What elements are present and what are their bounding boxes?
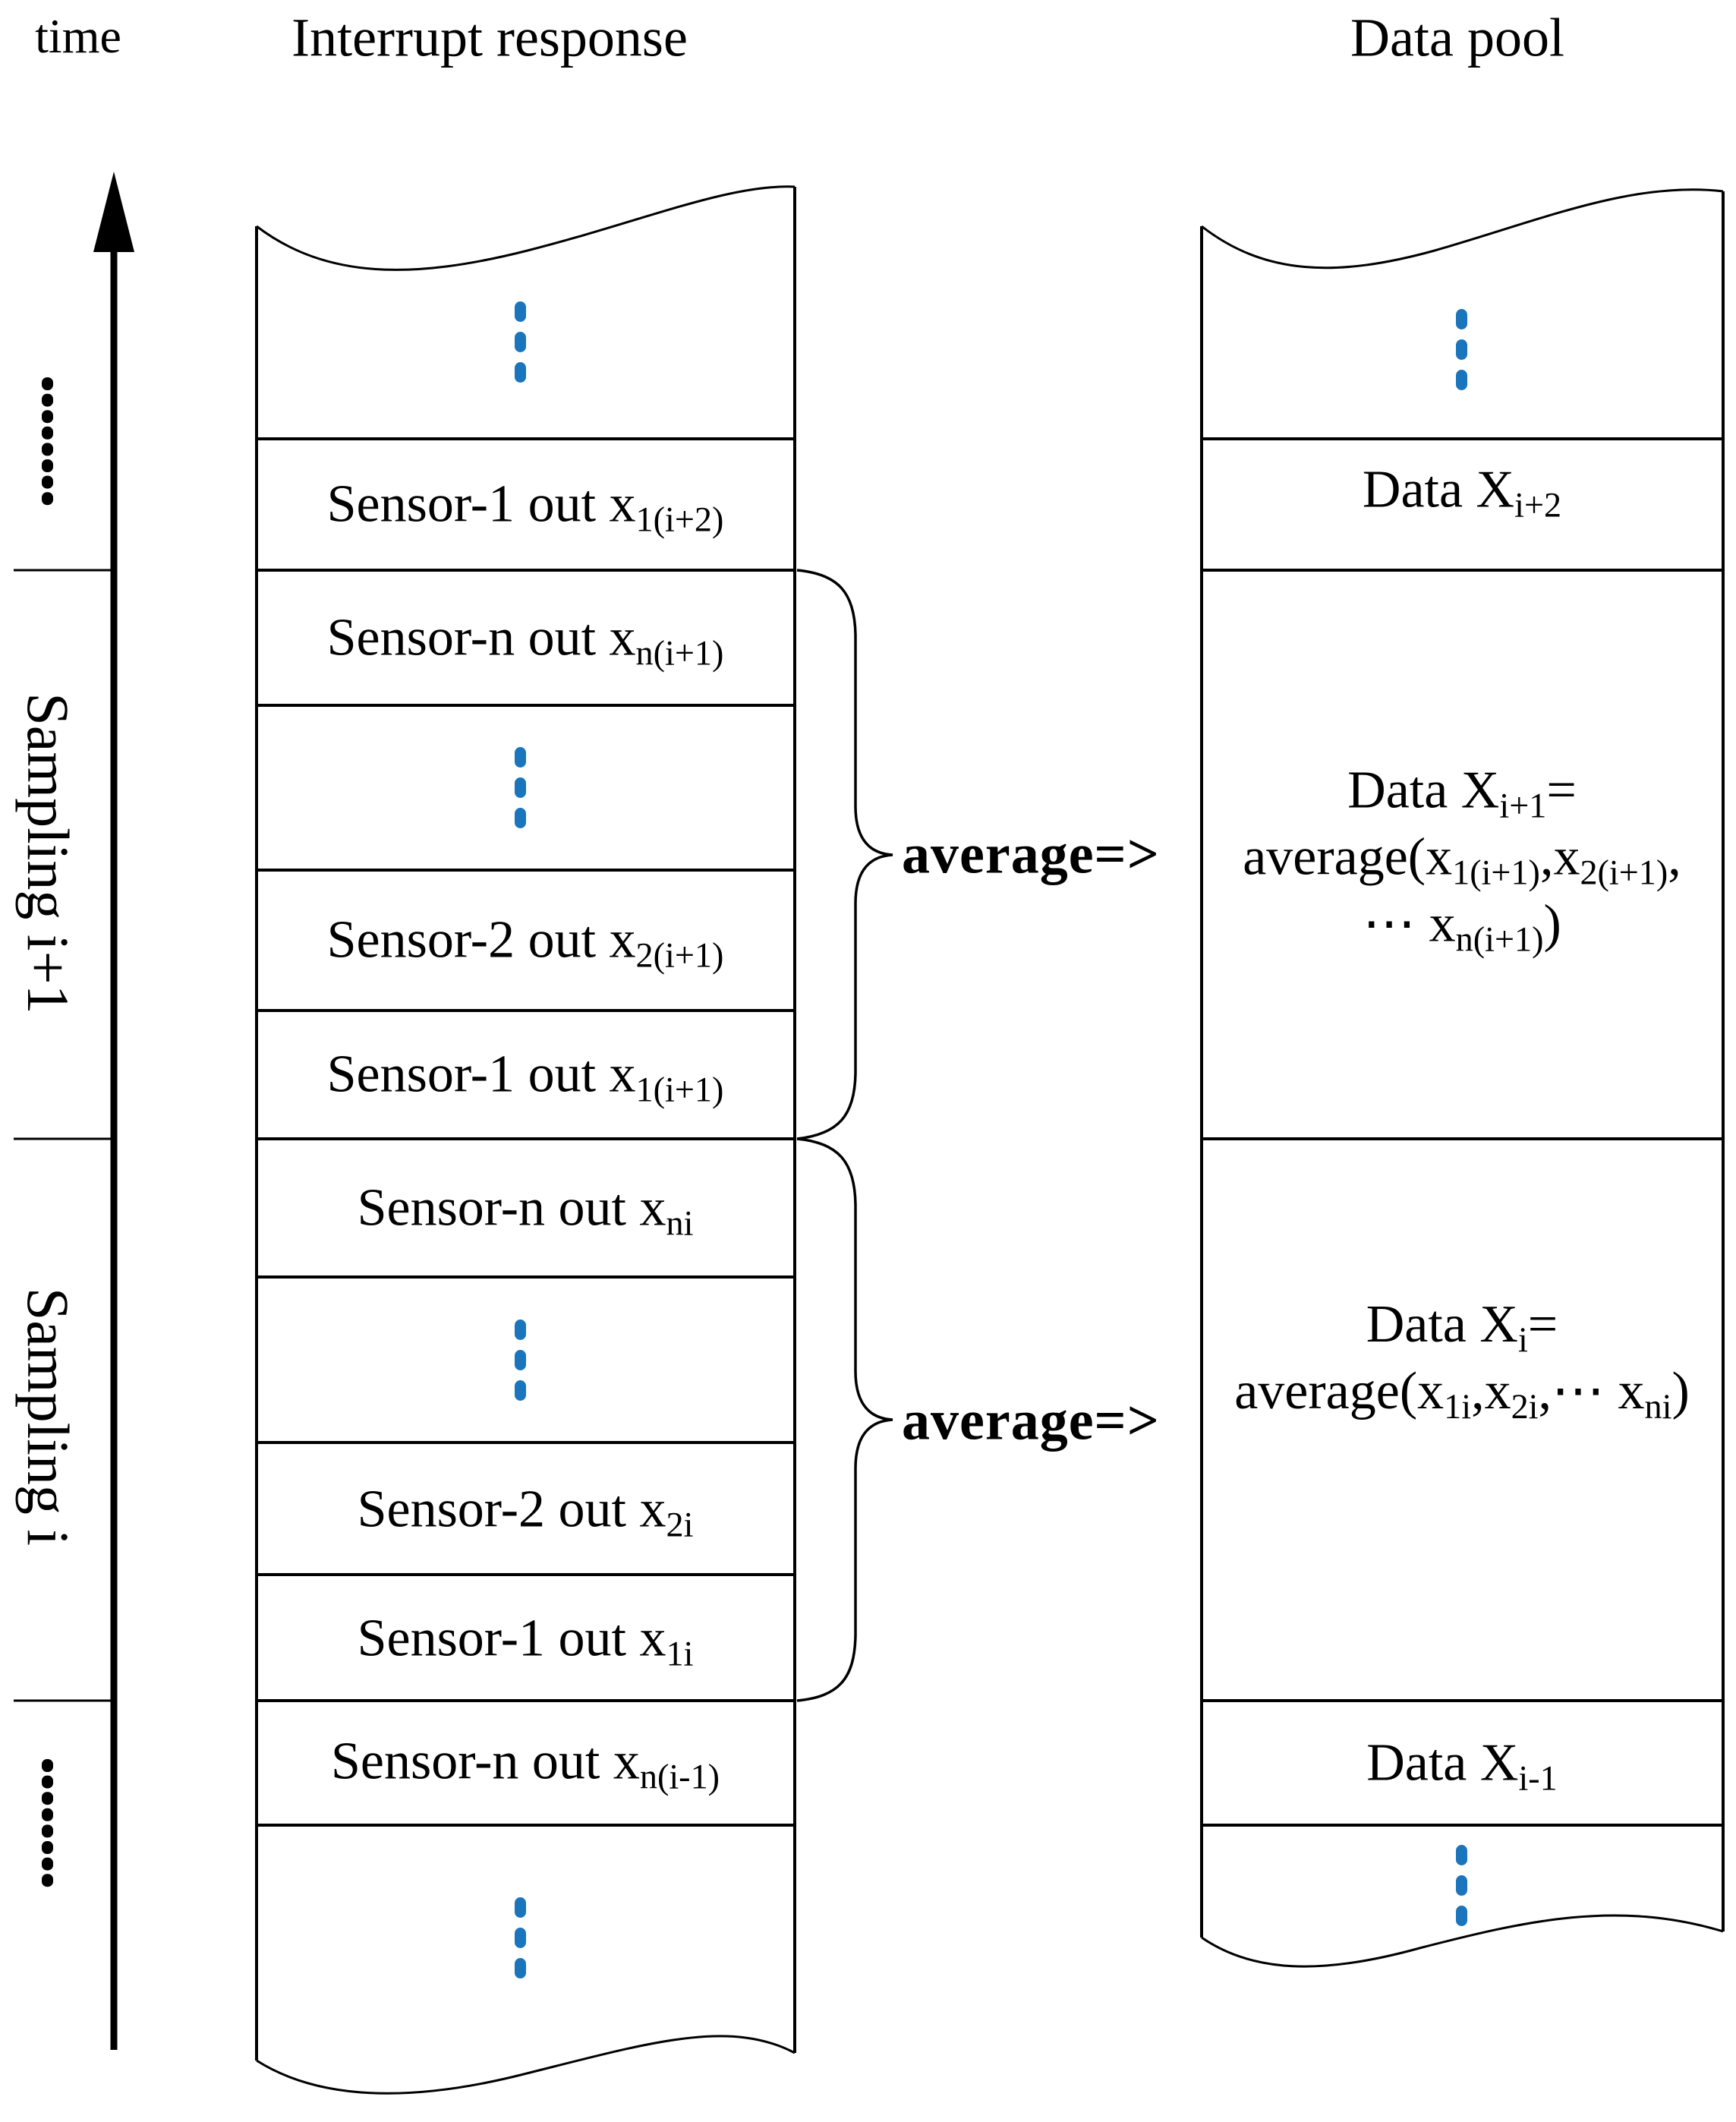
brace-sampling-i1-icon: [796, 569, 893, 1140]
sensor-row-subscript: 2i: [666, 1505, 694, 1544]
sensor-row-subscript: 1(i+2): [635, 500, 724, 539]
sensor-row-label: Sensor-1 out x1(i+2): [326, 475, 724, 538]
data-cell-xi2: Data Xi+2: [1362, 460, 1562, 525]
average-label-lower: average=>: [902, 1389, 1160, 1452]
sensor-row-label: Sensor-n out xn(i-1): [330, 1732, 720, 1795]
data-cell-xim1: Data Xi-1: [1366, 1733, 1558, 1798]
sensor-row-subscript: 1(i+1): [635, 1070, 724, 1109]
interrupt-ellipsis-mid1-icon: [515, 747, 526, 828]
interrupt-ellipsis-mid2-icon: [515, 1320, 526, 1401]
interrupt-box-outline: [255, 185, 796, 2095]
sensor-row-text: Sensor-n out x: [330, 1732, 640, 1791]
sensor-row-subscript: 1i: [666, 1634, 694, 1673]
sensor-row-label: Sensor-1 out x1(i+1): [326, 1045, 724, 1108]
timeline-ellipsis-top-icon: [42, 377, 53, 506]
sensor-row-text: Sensor-2 out x: [357, 1480, 666, 1539]
sensor-row-label: Sensor-n out xn(i+1): [326, 608, 724, 671]
brace-sampling-i-icon: [796, 1137, 893, 1702]
data-cell-xi1-line2: average(x1(i+1),x2(i+1),: [1243, 828, 1681, 892]
data-pool-outline: [1200, 188, 1725, 1968]
time-arrow-head-icon: [93, 172, 134, 252]
average-label-upper: average=>: [902, 823, 1160, 886]
sensor-row-label: Sensor-n out xni: [357, 1178, 694, 1241]
data-cell-xi: Data Xi= average(x1i,x2i,⋯ xni): [1234, 1291, 1690, 1425]
sensor-row-subscript: ni: [666, 1203, 694, 1243]
data-pool-top-wave: [1201, 188, 1724, 270]
interrupt-ellipsis-top-icon: [515, 301, 526, 383]
interrupt-row-separators: [257, 437, 795, 1827]
sensor-row-subscript: 2(i+1): [635, 935, 724, 975]
sensor-row-text: Sensor-1 out x: [326, 475, 636, 534]
sensor-row-label: Sensor-2 out x2(i+1): [326, 910, 724, 973]
data-cell-xi-line1: Data Xi=: [1366, 1294, 1558, 1359]
interrupt-box-bottom-wave: [256, 2035, 796, 2095]
time-arrow: [93, 172, 134, 2050]
sensor-row-label: Sensor-2 out x2i: [357, 1480, 694, 1543]
sampling-boundary-lines: [14, 569, 111, 1702]
sensor-row-text: Sensor-n out x: [357, 1178, 666, 1238]
sensor-row-text: Sensor-1 out x: [357, 1609, 666, 1668]
sampling-i1-label: Sampling i+1: [14, 692, 81, 1014]
data-pool-row-separators: [1202, 437, 1723, 1827]
data-pool-bottom-wave: [1201, 1914, 1724, 1968]
sensor-row-subscript: n(i+1): [635, 633, 724, 673]
sensor-row-text: Sensor-n out x: [326, 608, 636, 667]
sampling-i-label: Sampling i: [14, 1287, 81, 1547]
data-cell-xi1-line3: ⋯ xn(i+1)): [1363, 895, 1561, 960]
data-pool-title: Data pool: [1350, 7, 1564, 68]
data-cell-xi1: Data Xi+1= average(x1(i+1),x2(i+1), ⋯ xn…: [1243, 758, 1681, 959]
sensor-row-subscript: n(i-1): [639, 1757, 720, 1796]
data-cell-xi-line2: average(x1i,x2i,⋯ xni): [1234, 1362, 1690, 1426]
interrupt-box-top-wave: [256, 185, 796, 271]
interrupt-ellipsis-bottom-icon: [515, 1897, 526, 1979]
sensor-row-text: Sensor-1 out x: [326, 1045, 636, 1104]
sensor-row-label: Sensor-1 out x1i: [357, 1609, 694, 1672]
data-cell-xi1-line1: Data Xi+1=: [1347, 761, 1577, 825]
data-pool-ellipsis-top-icon: [1456, 309, 1467, 390]
data-pool-ellipsis-bottom-icon: [1456, 1845, 1467, 1926]
time-label: time: [35, 8, 121, 63]
average-braces: [796, 569, 893, 1702]
sensor-row-text: Sensor-2 out x: [326, 910, 636, 970]
interrupt-response-title: Interrupt response: [291, 7, 688, 68]
timeline-ellipsis-bottom-icon: [42, 1759, 53, 1887]
